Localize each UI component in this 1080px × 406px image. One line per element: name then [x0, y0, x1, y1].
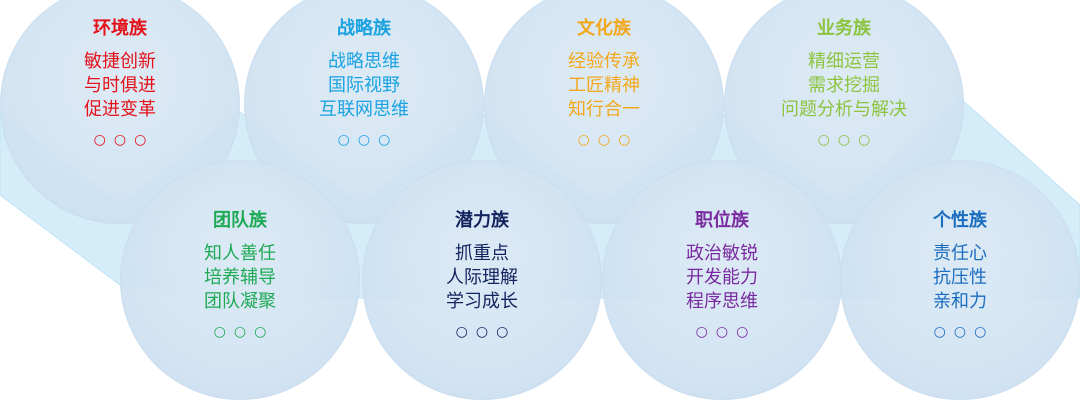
family-personality: 个性族 责任心 抗压性 亲和力 ○○○	[840, 208, 1080, 341]
family-title: 潜力族	[455, 210, 509, 231]
more-dots: ○○○	[213, 324, 275, 340]
family-item: 战略思维	[328, 51, 400, 72]
family-items: 经验传承 工匠精神 知行合一	[484, 50, 724, 122]
family-title: 团队族	[213, 210, 267, 231]
family-items: 责任心 抗压性 亲和力	[840, 242, 1080, 314]
family-items: 精细运营 需求挖掘 问题分析与解决	[724, 50, 964, 122]
family-title: 环境族	[93, 18, 147, 39]
family-item: 培养辅导	[204, 267, 276, 288]
family-items: 知人善任 培养辅导 团队凝聚	[120, 242, 360, 314]
family-item: 促进变革	[84, 99, 156, 120]
more-dots: ○○○	[695, 324, 757, 340]
family-potential: 潜力族 抓重点 人际理解 学习成长 ○○○	[362, 208, 602, 341]
more-dots: ○○○	[933, 324, 995, 340]
family-item: 与时俱进	[84, 75, 156, 96]
more-dots: ○○○	[817, 132, 879, 148]
family-item: 开发能力	[686, 267, 758, 288]
family-title: 战略族	[337, 18, 391, 39]
more-dots: ○○○	[93, 132, 155, 148]
family-items: 战略思维 国际视野 互联网思维	[244, 50, 484, 122]
family-title: 业务族	[817, 18, 871, 39]
family-item: 知行合一	[568, 99, 640, 120]
circle-position	[602, 160, 842, 400]
family-item: 程序思维	[686, 291, 758, 312]
family-culture: 文化族 经验传承 工匠精神 知行合一 ○○○	[484, 16, 724, 149]
family-position: 职位族 政治敏锐 开发能力 程序思维 ○○○	[602, 208, 842, 341]
more-dots: ○○○	[337, 132, 399, 148]
family-title: 职位族	[695, 210, 749, 231]
family-environment: 环境族 敏捷创新 与时俱进 促进变革 ○○○	[0, 16, 240, 149]
family-item: 互联网思维	[319, 99, 409, 120]
family-item: 政治敏锐	[686, 243, 758, 264]
family-item: 国际视野	[328, 75, 400, 96]
circle-team	[120, 160, 360, 400]
family-item: 精细运营	[808, 51, 880, 72]
family-item: 抓重点	[455, 243, 509, 264]
family-item: 亲和力	[933, 291, 987, 312]
family-item: 知人善任	[204, 243, 276, 264]
family-item: 敏捷创新	[84, 51, 156, 72]
more-dots: ○○○	[577, 132, 639, 148]
family-item: 需求挖掘	[808, 75, 880, 96]
family-item: 学习成长	[446, 291, 518, 312]
family-item: 问题分析与解决	[781, 99, 907, 120]
more-dots: ○○○	[455, 324, 517, 340]
family-items: 抓重点 人际理解 学习成长	[362, 242, 602, 314]
family-item: 经验传承	[568, 51, 640, 72]
family-item: 责任心	[933, 243, 987, 264]
family-items: 敏捷创新 与时俱进 促进变革	[0, 50, 240, 122]
family-items: 政治敏锐 开发能力 程序思维	[602, 242, 842, 314]
family-strategy: 战略族 战略思维 国际视野 互联网思维 ○○○	[244, 16, 484, 149]
family-item: 人际理解	[446, 267, 518, 288]
circle-potential	[362, 160, 602, 400]
family-business: 业务族 精细运营 需求挖掘 问题分析与解决 ○○○	[724, 16, 964, 149]
circle-personality	[840, 160, 1080, 400]
family-team: 团队族 知人善任 培养辅导 团队凝聚 ○○○	[120, 208, 360, 341]
family-title: 文化族	[577, 18, 631, 39]
family-item: 团队凝聚	[204, 291, 276, 312]
family-title: 个性族	[933, 210, 987, 231]
family-item: 工匠精神	[568, 75, 640, 96]
family-item: 抗压性	[933, 267, 987, 288]
